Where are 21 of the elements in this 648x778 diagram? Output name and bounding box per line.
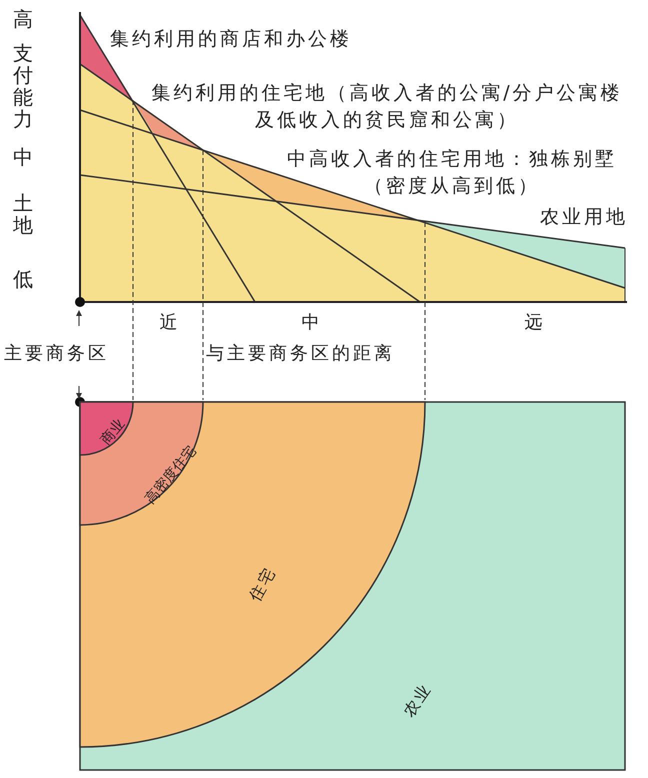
axis-label: 中 <box>12 146 34 168</box>
zone-label: 高密度住宅 <box>142 442 200 508</box>
axis-label: 土地 <box>12 192 34 236</box>
distance-label: 近 <box>158 311 182 335</box>
distance-label: 远 <box>524 311 546 335</box>
axis-label: 高 <box>12 8 34 30</box>
land-use-label: 集约利用的住宅地（高收入者的公寓/分户公寓楼及低收入的贫民窟和公寓） <box>150 81 624 133</box>
land-use-zone <box>80 402 203 525</box>
distance-label: 与主要商务区的距离 <box>206 342 396 366</box>
zone-label: 农业 <box>399 680 436 722</box>
land-use-zone <box>80 402 133 455</box>
land-use-label: 中高收入者的住宅用地：独栋别墅（密度从高到低） <box>286 147 618 199</box>
zone-label: 商业 <box>97 416 129 448</box>
axis-label: 低 <box>12 268 34 290</box>
zone-label: 住宅 <box>244 564 280 606</box>
distance-label: 中 <box>300 311 324 335</box>
land-use-label: 集约利用的商店和办公楼 <box>110 27 353 52</box>
distance-label: 主要商务区 <box>4 342 110 366</box>
axis-label: 支付能力 <box>12 42 34 130</box>
land-use-label: 农业用地 <box>539 205 628 230</box>
land-use-zone <box>80 402 625 770</box>
